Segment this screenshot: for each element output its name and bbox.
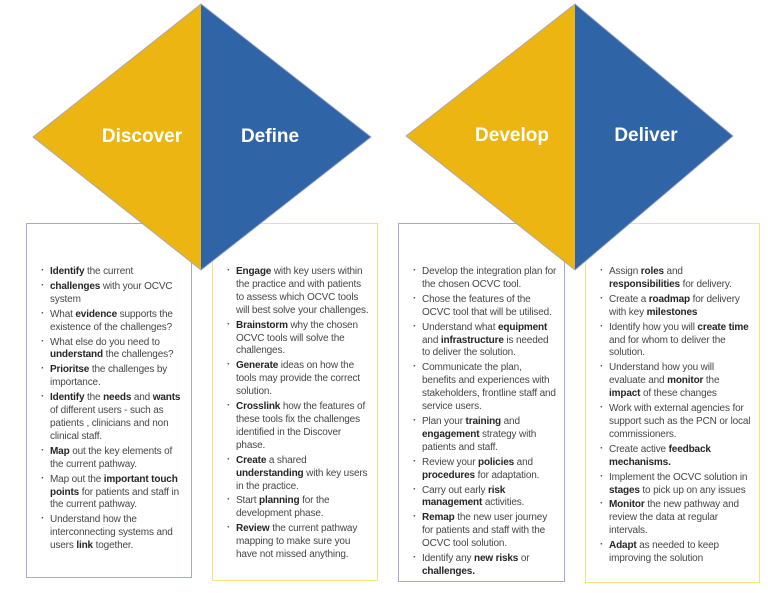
phase-box-deliver: Assign roles and responsibilities for de…	[585, 223, 760, 583]
bullet-item: Generate ideas on how the tools may prov…	[227, 359, 371, 399]
bullet-item: What evidence supports the existence of …	[41, 308, 185, 335]
bullet-item: Plan your training and engagement strate…	[413, 415, 558, 455]
bullet-item: Review the current pathway mapping to ma…	[227, 522, 371, 562]
phase-box-discover: Identify the currentchallenges with your…	[26, 223, 192, 578]
diamond-label-define: Define	[240, 126, 300, 147]
bullet-item: Create a roadmap for delivery with key m…	[600, 293, 753, 320]
bullet-item: Crosslink how the features of these tool…	[227, 400, 371, 453]
bullet-item: Start planning for the development phase…	[227, 494, 371, 521]
bullet-item: Work with external agencies for support …	[600, 402, 753, 442]
bullet-item: Assign roles and responsibilities for de…	[600, 265, 753, 292]
bullet-item: Brainstorm why the chosen OCVC tools wil…	[227, 319, 371, 359]
deliver-bullet-list: Assign roles and responsibilities for de…	[586, 224, 759, 566]
bullet-item: Map out the important touch points for p…	[41, 473, 185, 513]
bullet-item: Carry out early risk management activiti…	[413, 484, 558, 511]
define-bullet-list: Engage with key users within the practic…	[213, 224, 377, 562]
bullet-item: Prioritse the challenges by importance.	[41, 363, 185, 390]
bullet-item: Identify the needs and wants of differen…	[41, 391, 185, 444]
bullet-item: Map out the key elements of the current …	[41, 445, 185, 472]
diamond-label-discover: Discover	[101, 126, 183, 147]
discover-bullet-list: Identify the currentchallenges with your…	[27, 224, 191, 553]
bullet-item: Review your policies and procedures for …	[413, 456, 558, 483]
bullet-item: challenges with your OCVC system	[41, 280, 185, 307]
bullet-item: Communicate the plan, benefits and exper…	[413, 361, 558, 414]
diamond-label-develop: Develop	[475, 125, 549, 146]
bullet-item: Adapt as needed to keep improving the so…	[600, 539, 753, 566]
bullet-item: Engage with key users within the practic…	[227, 265, 371, 318]
bullet-item: Monitor the new pathway and review the d…	[600, 498, 753, 538]
phase-box-define: Engage with key users within the practic…	[212, 223, 378, 581]
phase-box-develop: Develop the integration plan for the cho…	[398, 223, 565, 582]
bullet-item: What else do you need to understand the …	[41, 336, 185, 363]
bullet-item: Create a shared understanding with key u…	[227, 454, 371, 494]
bullet-item: Develop the integration plan for the cho…	[413, 265, 558, 292]
bullet-item: Identify the current	[41, 265, 185, 279]
bullet-item: Remap the new user journey for patients …	[413, 511, 558, 551]
bullet-item: Understand how you will evaluate and mon…	[600, 361, 753, 401]
bullet-item: Understand how the interconnecting syste…	[41, 513, 185, 553]
bullet-item: Identify any new risks or challenges.	[413, 552, 558, 579]
bullet-item: Identify how you will create time and fo…	[600, 321, 753, 361]
bullet-item: Create active feedback mechanisms.	[600, 443, 753, 470]
develop-bullet-list: Develop the integration plan for the cho…	[399, 224, 564, 579]
bullet-item: Implement the OCVC solution in stages to…	[600, 471, 753, 498]
bullet-item: Understand what equipment and infrastruc…	[413, 321, 558, 361]
diamond-label-deliver: Deliver	[614, 125, 678, 146]
bullet-item: Chose the features of the OCVC tool that…	[413, 293, 558, 320]
